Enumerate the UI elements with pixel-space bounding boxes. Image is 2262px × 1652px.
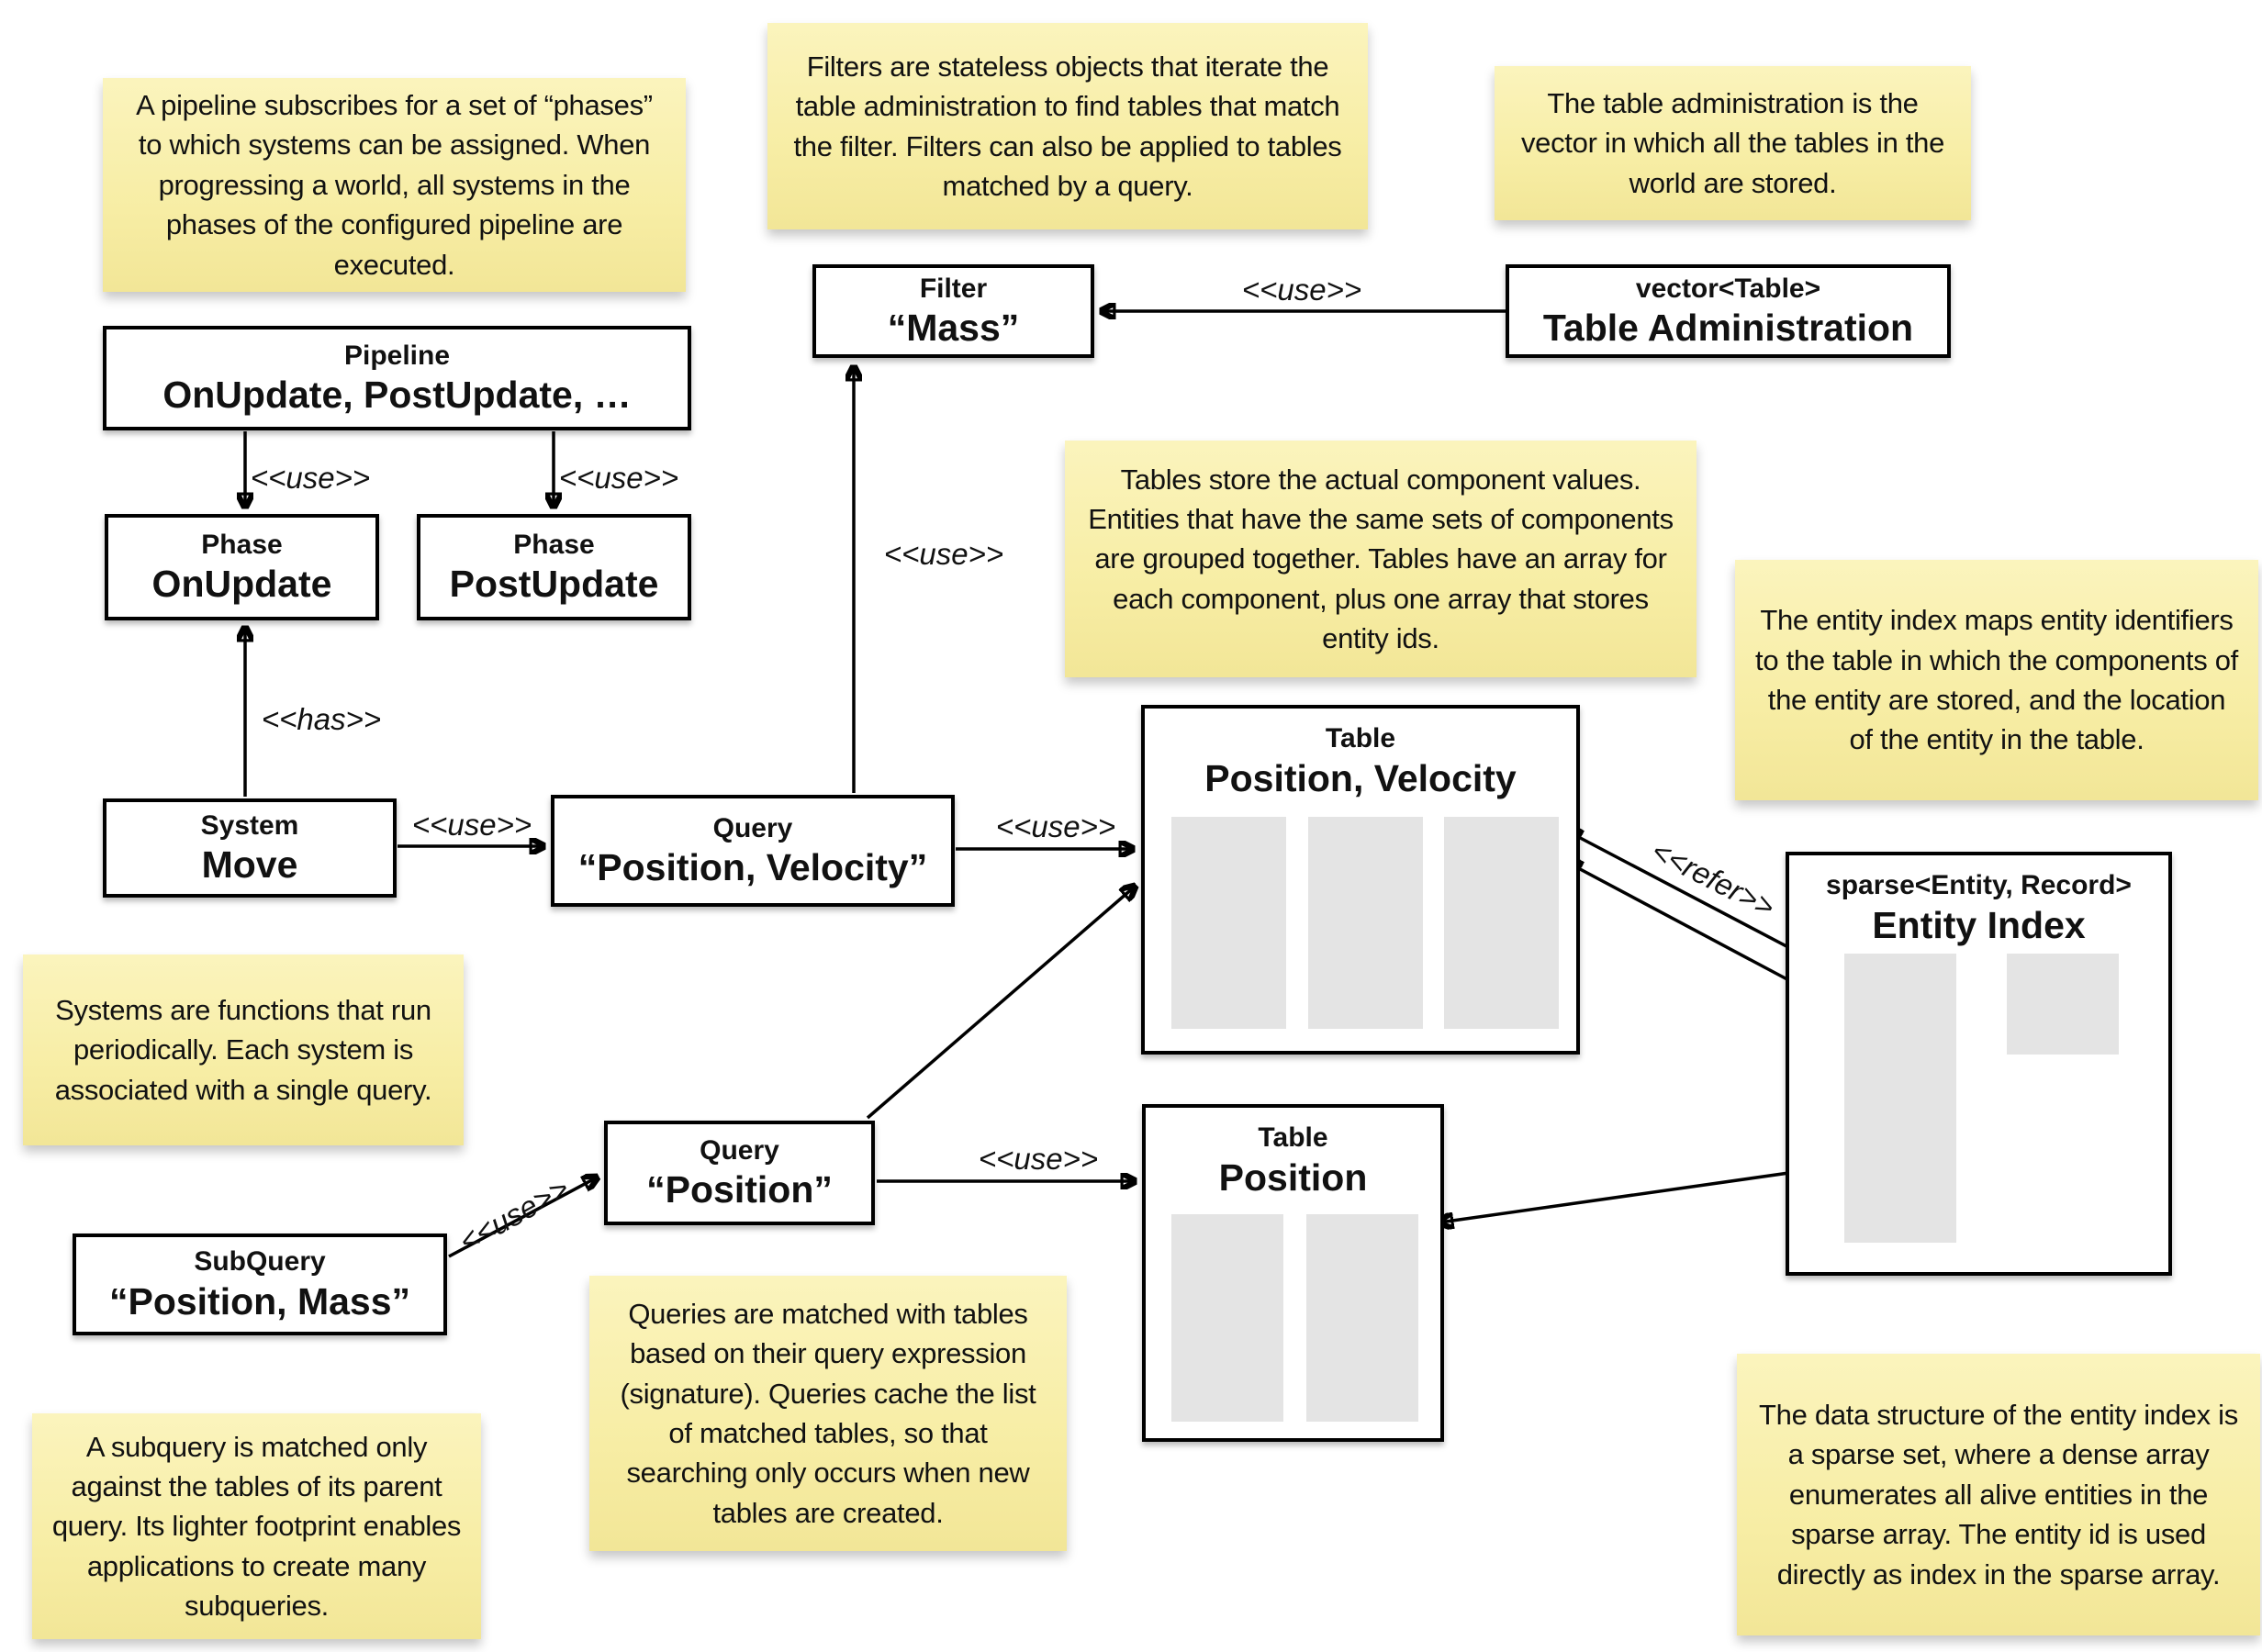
node-query-position: Query “Position” (604, 1121, 875, 1225)
edge-entity-index-to-table-pos (1439, 1164, 1842, 1222)
node-table-position-velocity: Table Position, Velocity (1141, 705, 1580, 1055)
note-queries: Queries are matched with tables based on… (589, 1276, 1067, 1551)
node-filter-mass: Filter “Mass” (812, 264, 1094, 358)
node-query-pv-stereotype: Query (712, 812, 793, 843)
note-pipeline: A pipeline subscribes for a set of “phas… (103, 78, 686, 292)
node-table-admin-name: Table Administration (1542, 307, 1914, 350)
edge-label-pipeline-to-onupdate: <<use>> (250, 461, 371, 495)
node-system-move-stereotype: System (200, 809, 299, 841)
note-systems: Systems are functions that run periodica… (23, 954, 464, 1145)
node-phase-postupdate-name: PostUpdate (449, 563, 659, 606)
edge-label-pipeline-to-postupdate: <<use>> (558, 461, 679, 495)
note-entity-index: The entity index maps entity identifiers… (1735, 560, 2258, 800)
node-table-administration: vector<Table> Table Administration (1506, 264, 1951, 358)
node-phase-postupdate-stereotype: Phase (513, 529, 595, 560)
edge-subquery-to-query-pos (448, 1178, 597, 1258)
node-subquery-name: “Position, Mass” (108, 1279, 411, 1323)
note-sparse-set: The data structure of the entity index i… (1737, 1354, 2260, 1635)
note-subquery: A subquery is matched only against the t… (32, 1413, 481, 1639)
edge-label-query-pos-to-table: <<use>> (978, 1142, 1099, 1176)
node-pipeline: Pipeline OnUpdate, PostUpdate, … (103, 326, 691, 430)
node-table-admin-stereotype: vector<Table> (1635, 273, 1821, 304)
node-system-move-name: Move (201, 843, 298, 887)
node-phase-onupdate: Phase OnUpdate (105, 514, 379, 620)
component-array-2 (1308, 817, 1423, 1029)
node-table-pv-name: Position, Velocity (1204, 756, 1517, 799)
node-filter-mass-name: “Mass” (887, 307, 1020, 350)
sparse-array (1844, 954, 1956, 1243)
node-query-pv-name: “Position, Velocity” (577, 846, 928, 889)
node-phase-onupdate-name: OnUpdate (151, 563, 332, 606)
edge-query-pos-to-table-pv (866, 887, 1135, 1120)
node-query-pos-stereotype: Query (700, 1134, 779, 1166)
node-pipeline-stereotype: Pipeline (343, 340, 451, 371)
node-system-move: System Move (103, 798, 397, 898)
node-filter-mass-stereotype: Filter (919, 273, 988, 304)
node-table-pos-stereotype: Table (1258, 1122, 1328, 1153)
node-entity-index-stereotype: sparse<Entity, Record> (1826, 870, 2132, 900)
node-pipeline-name: OnUpdate, PostUpdate, … (162, 374, 632, 417)
node-entity-index: sparse<Entity, Record> Entity Index (1786, 852, 2172, 1276)
component-array-1 (1171, 1214, 1283, 1422)
note-tables: Tables store the actual component values… (1065, 441, 1696, 677)
node-query-position-velocity: Query “Position, Velocity” (551, 795, 955, 907)
component-array-3 (1444, 817, 1559, 1029)
node-subquery-stereotype: SubQuery (194, 1246, 326, 1278)
component-array-2 (1306, 1214, 1418, 1422)
edge-label-move-to-query: <<use>> (411, 808, 532, 842)
node-subquery: SubQuery “Position, Mass” (73, 1233, 447, 1335)
node-table-position: Table Position (1142, 1104, 1444, 1442)
node-phase-onupdate-stereotype: Phase (201, 529, 283, 560)
component-array-1 (1171, 817, 1286, 1029)
edge-label-query-pv-to-filter: <<use>> (883, 537, 1004, 571)
node-query-pos-name: “Position” (646, 1168, 833, 1211)
edge-label-move-has-phase: <<has>> (261, 702, 382, 736)
node-phase-postupdate: Phase PostUpdate (417, 514, 691, 620)
note-table-admin: The table administration is the vector i… (1495, 66, 1971, 220)
note-filters: Filters are stateless objects that itera… (767, 23, 1368, 229)
node-table-pv-stereotype: Table (1325, 723, 1396, 753)
edge-label-admin-to-filter: <<use>> (1241, 273, 1362, 307)
node-entity-index-name: Entity Index (1872, 903, 2086, 946)
dense-array (2007, 954, 2119, 1055)
edge-label-query-pv-to-table: <<use>> (995, 809, 1116, 843)
node-table-pos-name: Position (1218, 1155, 1368, 1199)
